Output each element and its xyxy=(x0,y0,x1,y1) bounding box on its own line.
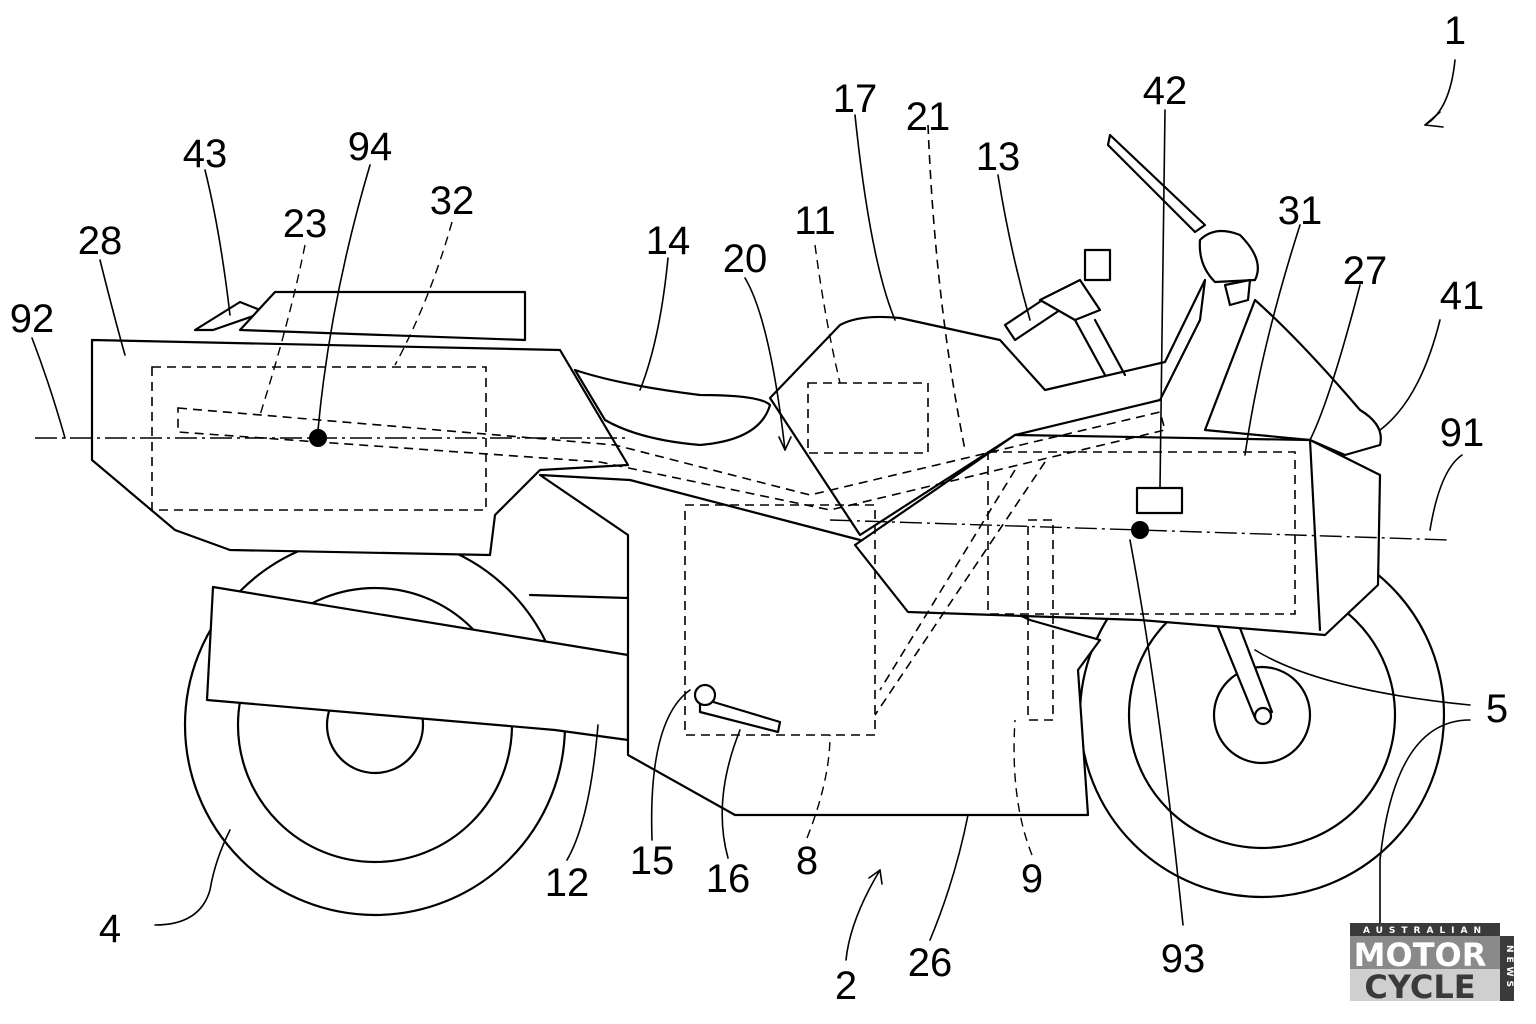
australian-motorcycle-news-logo: AUSTRALIAN MOTOR CYCLE NEWS xyxy=(1350,923,1514,1006)
label-1: 1 xyxy=(1444,9,1466,53)
label-21: 21 xyxy=(906,95,951,139)
label-31: 31 xyxy=(1278,189,1323,233)
label-11: 11 xyxy=(794,199,836,243)
label-26: 26 xyxy=(908,941,953,985)
label-12: 12 xyxy=(545,861,590,905)
label-14: 14 xyxy=(646,219,691,263)
label-4: 4 xyxy=(99,907,121,951)
label-41: 41 xyxy=(1440,274,1485,318)
label-16: 16 xyxy=(706,857,751,901)
label-23: 23 xyxy=(283,202,328,246)
rear-body xyxy=(92,340,628,555)
svg-text:NEWS: NEWS xyxy=(1504,945,1514,991)
handlebar xyxy=(1005,250,1125,375)
label-9: 9 xyxy=(1021,857,1043,901)
front-cowl xyxy=(1205,300,1381,455)
label-17: 17 xyxy=(833,77,878,121)
label-91: 91 xyxy=(1440,411,1485,455)
label-93: 93 xyxy=(1161,937,1206,981)
center-point-93 xyxy=(1131,521,1149,539)
svg-text:CYCLE: CYCLE xyxy=(1364,968,1475,1006)
label-42: 42 xyxy=(1143,69,1188,113)
label-43: 43 xyxy=(183,132,228,176)
center-point-94 xyxy=(309,429,327,447)
windscreen xyxy=(1108,135,1205,232)
label-15: 15 xyxy=(630,839,675,883)
label-2: 2 xyxy=(835,964,857,1008)
label-5: 5 xyxy=(1486,687,1508,731)
label-32: 32 xyxy=(430,179,475,223)
mirror xyxy=(1200,231,1258,282)
label-13: 13 xyxy=(976,135,1021,179)
label-20: 20 xyxy=(723,237,768,281)
label-28: 28 xyxy=(78,219,123,263)
label-27: 27 xyxy=(1343,249,1388,293)
label-8: 8 xyxy=(796,839,818,883)
label-94: 94 xyxy=(348,125,393,169)
label-92: 92 xyxy=(10,297,55,341)
svg-text:AUSTRALIAN: AUSTRALIAN xyxy=(1363,926,1487,936)
